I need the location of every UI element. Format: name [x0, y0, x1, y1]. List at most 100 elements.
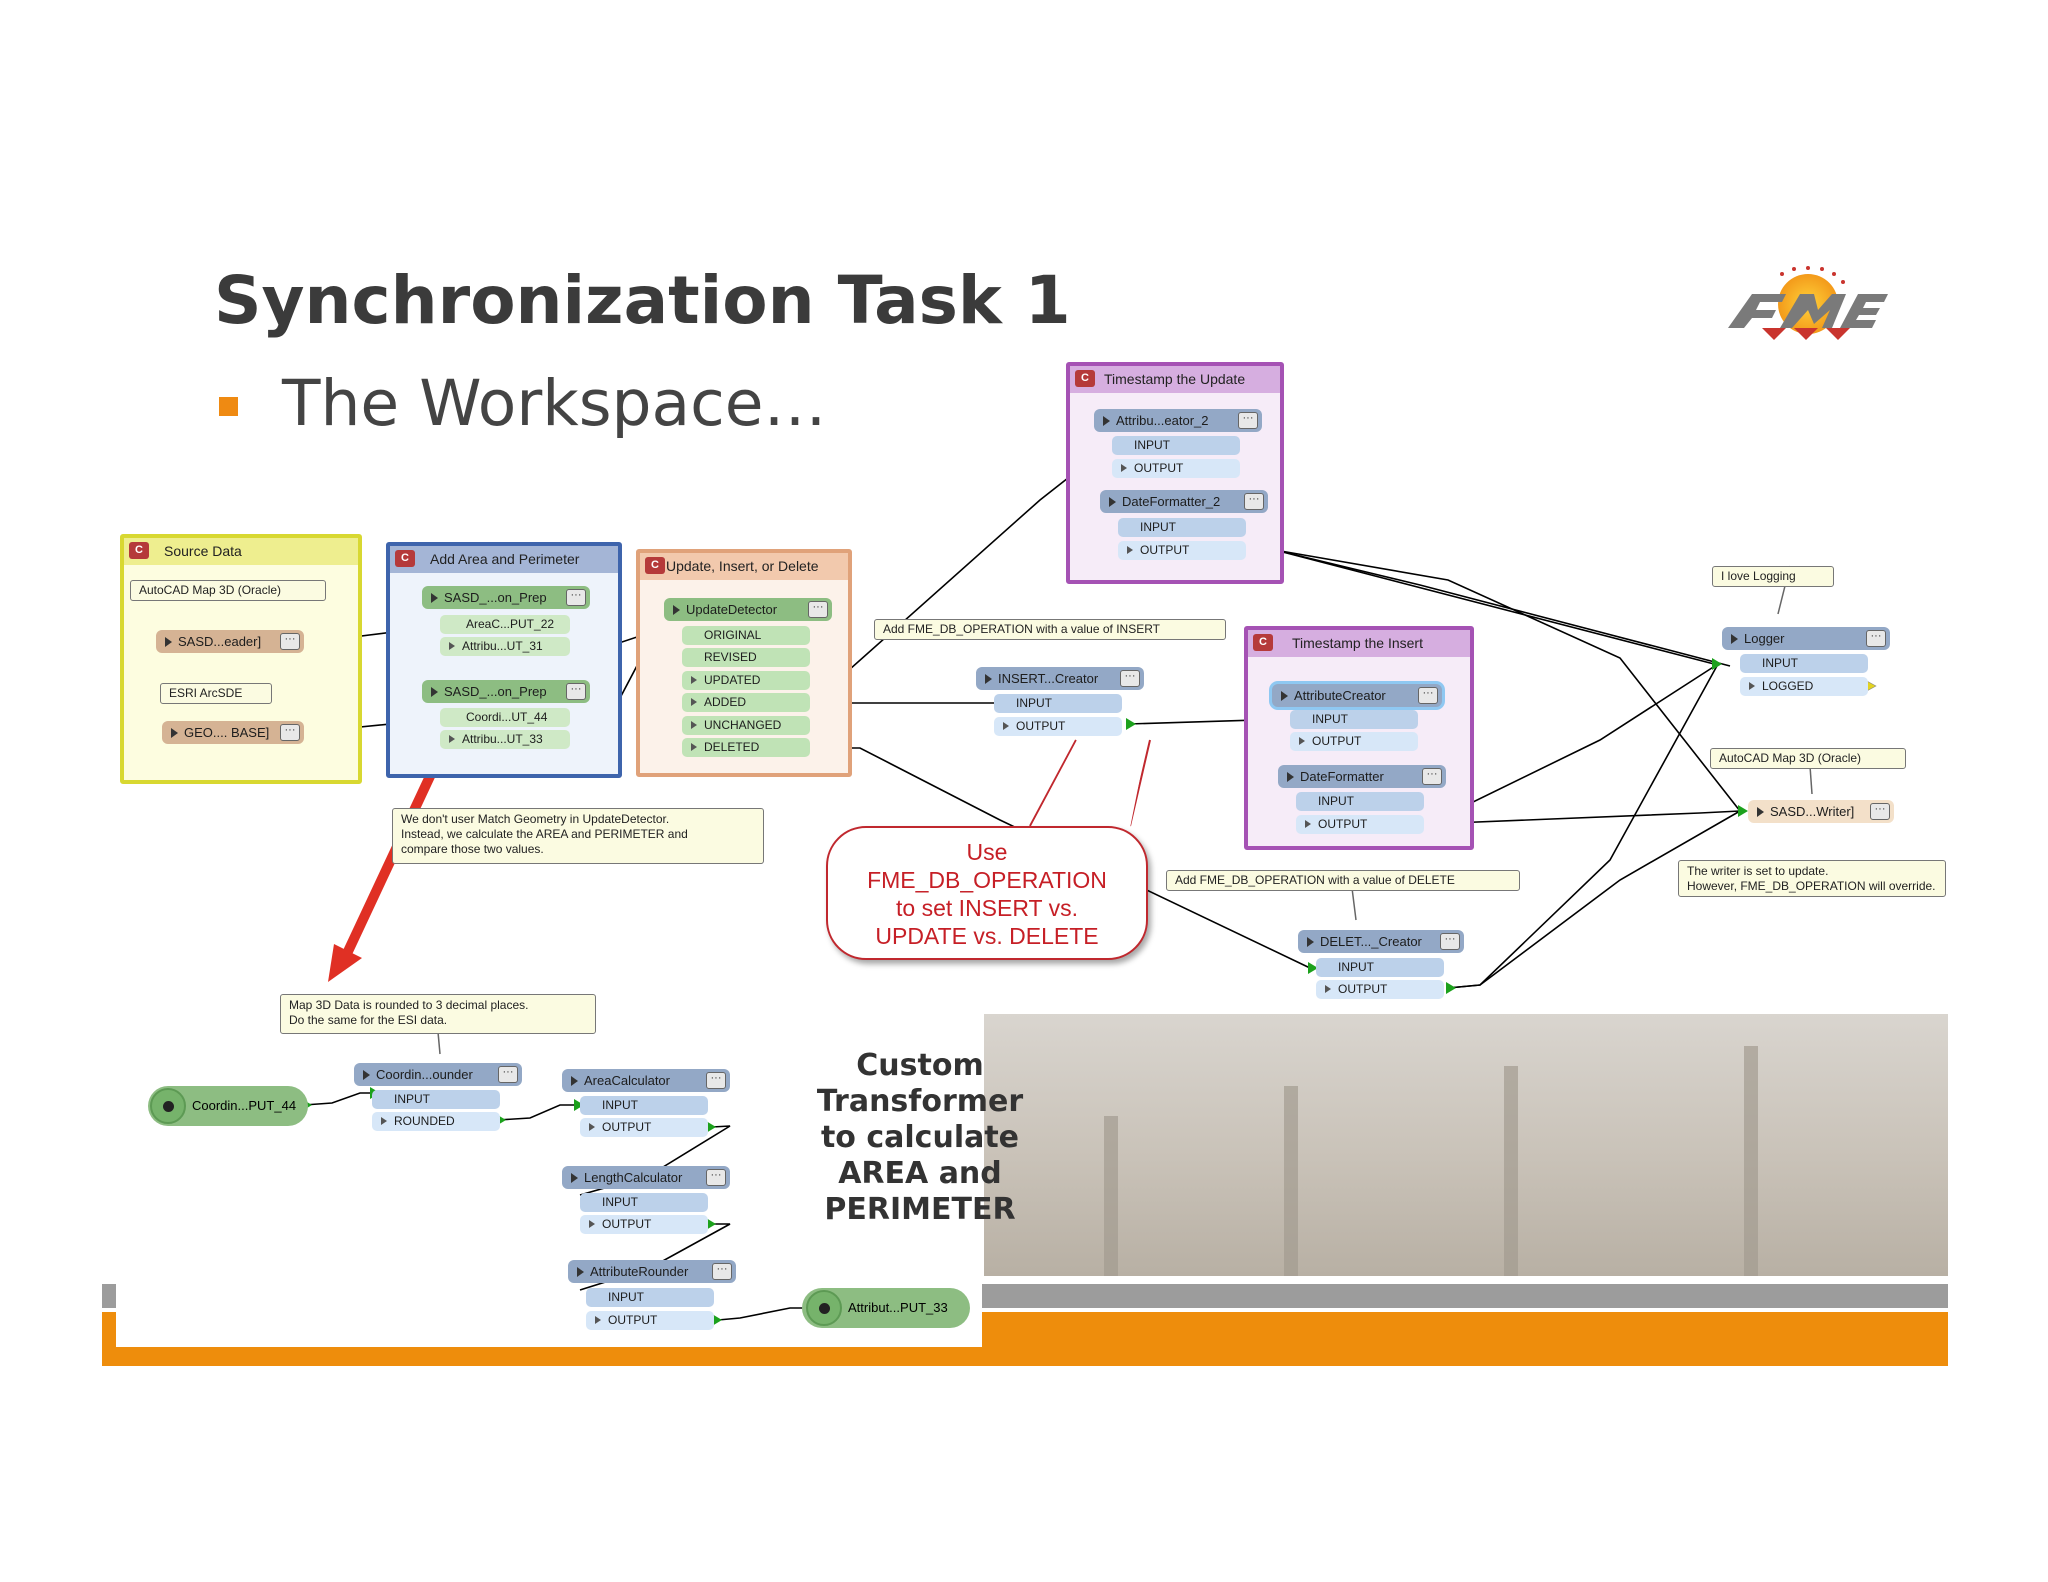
more-icon[interactable]: ···: [1866, 630, 1886, 647]
port-output[interactable]: OUTPUT: [1296, 815, 1424, 834]
more-icon[interactable]: ···: [566, 589, 586, 606]
port-input[interactable]: INPUT: [1316, 958, 1444, 977]
port-output[interactable]: OUTPUT: [580, 1118, 708, 1137]
length-calculator-node[interactable]: LengthCalculator ···: [562, 1166, 730, 1189]
port-input[interactable]: INPUT: [580, 1193, 708, 1212]
node-label: AttributeRounder: [590, 1264, 689, 1279]
more-icon[interactable]: ···: [706, 1169, 726, 1186]
more-icon[interactable]: ···: [1418, 687, 1438, 704]
port-output[interactable]: Attribu...UT_33: [440, 730, 570, 749]
reader-node-label: SASD...eader]: [178, 634, 262, 649]
more-icon[interactable]: ···: [706, 1072, 726, 1089]
port-input[interactable]: AreaC...PUT_22: [440, 615, 570, 634]
more-icon[interactable]: ···: [1238, 412, 1258, 429]
port-input[interactable]: INPUT: [1740, 654, 1868, 673]
port-input[interactable]: Coordi...UT_44: [440, 708, 570, 727]
more-icon[interactable]: ···: [280, 724, 300, 741]
delete-creator-node[interactable]: DELET..._Creator···: [1298, 930, 1464, 953]
port-output[interactable]: OUTPUT: [580, 1215, 708, 1234]
more-icon[interactable]: ···: [1870, 803, 1890, 820]
port-input[interactable]: INPUT: [586, 1288, 714, 1307]
reader-annotation-oracle: AutoCAD Map 3D (Oracle): [130, 580, 326, 601]
more-icon[interactable]: ···: [808, 601, 828, 618]
port-label: LOGGED: [1762, 679, 1814, 693]
writer-note: The writer is set to update. However, FM…: [1678, 860, 1946, 897]
caption-line: Custom: [856, 1048, 984, 1083]
terminal-icon: [150, 1088, 186, 1124]
insert-creator-node[interactable]: INSERT...Creator···: [976, 667, 1144, 690]
node-label: Coordin...ounder: [376, 1067, 473, 1082]
port-logged[interactable]: LOGGED: [1740, 677, 1868, 696]
port-output[interactable]: OUTPUT: [1112, 459, 1240, 478]
reader-node-oracle[interactable]: SASD...eader] ···: [156, 630, 304, 653]
insert-annotation: Add FME_DB_OPERATION with a value of INS…: [874, 619, 1226, 640]
callout-line: to set INSERT vs.: [896, 895, 1078, 921]
port-revised[interactable]: REVISED: [682, 648, 810, 667]
more-icon[interactable]: ···: [712, 1263, 732, 1280]
date-formatter-node[interactable]: DateFormatter_2···: [1100, 490, 1268, 513]
attribute-creator-node[interactable]: Attribu...eator_2···: [1094, 409, 1262, 432]
note-line: Do the same for the ESI data.: [289, 1013, 448, 1027]
more-icon[interactable]: ···: [1440, 933, 1460, 950]
caption-line: AREA and: [838, 1156, 1002, 1191]
port-output[interactable]: OUTPUT: [1118, 541, 1246, 560]
port-input[interactable]: INPUT: [1112, 436, 1240, 455]
area-calculator-node[interactable]: AreaCalculator···: [562, 1069, 730, 1092]
note-line: We don't user Match Geometry in UpdateDe…: [401, 812, 670, 826]
port-label: UNCHANGED: [704, 718, 782, 732]
more-icon[interactable]: ···: [566, 683, 586, 700]
port-input[interactable]: INPUT: [994, 694, 1122, 713]
port-original[interactable]: ORIGINAL: [682, 626, 810, 645]
port-updated[interactable]: UPDATED: [682, 671, 810, 690]
callout-line: Use: [966, 839, 1008, 865]
port-added[interactable]: ADDED: [682, 693, 810, 712]
port-label: Attribu...UT_31: [462, 639, 543, 653]
port-deleted[interactable]: DELETED: [682, 738, 810, 757]
background-photo: [984, 1014, 1948, 1276]
note-line: compare those two values.: [401, 842, 544, 856]
port-output[interactable]: OUTPUT: [1290, 732, 1418, 751]
bookmark-icon: C: [1253, 634, 1273, 651]
more-icon[interactable]: ···: [498, 1066, 518, 1083]
bookmark-title: Source Data: [164, 543, 242, 559]
logger-node[interactable]: Logger···: [1722, 627, 1890, 650]
port-input[interactable]: INPUT: [1118, 518, 1246, 537]
port-output[interactable]: OUTPUT: [586, 1311, 714, 1330]
port-label: Attribu...UT_33: [462, 732, 543, 746]
writer-node[interactable]: SASD...Writer] ···: [1748, 800, 1894, 823]
port-label: Coordi...UT_44: [466, 710, 548, 724]
update-detector-node[interactable]: UpdateDetector···: [664, 598, 832, 621]
port-output[interactable]: OUTPUT: [994, 717, 1122, 736]
input-terminal[interactable]: Coordin...PUT_44: [148, 1086, 308, 1126]
reader-node-sde[interactable]: GEO.... BASE]···: [162, 721, 304, 744]
coordinate-rounder-node[interactable]: Coordin...ounder ···: [354, 1063, 522, 1086]
attribute-rounder-node[interactable]: AttributeRounder ···: [568, 1260, 736, 1283]
port-unchanged[interactable]: UNCHANGED: [682, 716, 810, 735]
node-label: SASD...Writer]: [1770, 804, 1855, 819]
more-icon[interactable]: ···: [280, 633, 300, 650]
port-rounded[interactable]: ROUNDED: [372, 1112, 500, 1131]
port-label: INPUT: [1338, 960, 1374, 974]
port-input[interactable]: INPUT: [580, 1096, 708, 1115]
port-input[interactable]: INPUT: [1290, 710, 1418, 729]
node-label: LengthCalculator: [584, 1170, 683, 1185]
port-output[interactable]: Attribu...UT_31: [440, 637, 570, 656]
attribute-creator-node[interactable]: AttributeCreator···: [1272, 684, 1442, 707]
more-icon[interactable]: ···: [1120, 670, 1140, 687]
port-label: INPUT: [1318, 794, 1354, 808]
callout-line: FME_DB_OPERATION: [867, 867, 1107, 893]
custom-transformer-caption: Custom Transformer to calculate AREA and…: [790, 1048, 1050, 1228]
custom-transformer-node[interactable]: SASD_...on_Prep···: [422, 680, 590, 703]
more-icon[interactable]: ···: [1422, 768, 1442, 785]
bookmark-icon: C: [645, 557, 665, 574]
date-formatter-node[interactable]: DateFormatter···: [1278, 765, 1446, 788]
port-output[interactable]: OUTPUT: [1316, 980, 1444, 999]
port-input[interactable]: INPUT: [372, 1090, 500, 1109]
output-terminal[interactable]: Attribut...PUT_33: [802, 1288, 970, 1328]
more-icon[interactable]: ···: [1244, 493, 1264, 510]
custom-transformer-node[interactable]: SASD_...on_Prep···: [422, 586, 590, 609]
port-input[interactable]: INPUT: [1296, 792, 1424, 811]
